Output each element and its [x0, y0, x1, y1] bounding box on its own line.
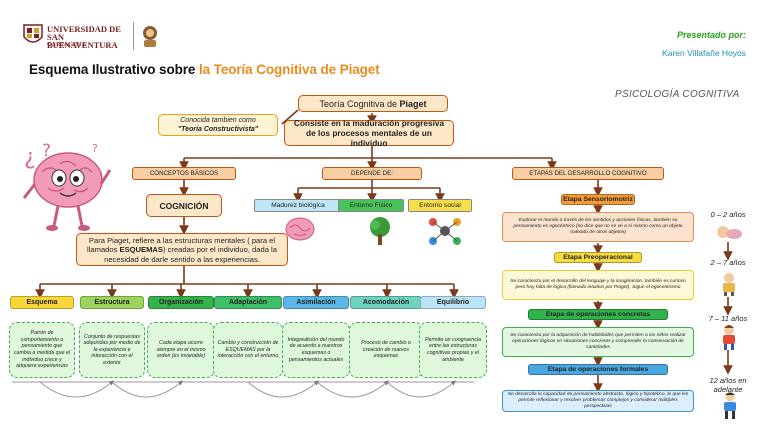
- depends-item: Entorno social: [408, 199, 472, 212]
- depends-item: Madurez biológica: [254, 199, 342, 212]
- university-crest-icon: [23, 24, 43, 43]
- concept-header: Asimilación: [283, 296, 349, 309]
- cognition-box: COGNICIÓN: [146, 194, 222, 217]
- concept-description: Permite un congruencia entre las estruct…: [419, 322, 487, 378]
- stage-header: Etapa de operaciones formales: [528, 364, 668, 375]
- stage-header: Etapa Preoperacional: [554, 252, 642, 263]
- also-known-box: Conocida tambien como "Teoría Constructi…: [158, 114, 278, 136]
- cognition-def-part2: ) creadas por el individuo, dada la nece…: [104, 245, 277, 264]
- social-network-icon: [429, 218, 461, 245]
- tree-icon: [370, 217, 390, 245]
- university-logo: UNIVERSIDAD DE SAN BUENAVENTURA CARTAGEN…: [22, 23, 136, 49]
- theory-title-prefix: Teoría Cognitiva de: [319, 98, 397, 109]
- stage-description: Se desarrolla la capacidad de pensamient…: [502, 390, 694, 412]
- concept-header: Equilibrio: [420, 296, 486, 309]
- concept-description: Conjunto de respuestas adquiridas por me…: [79, 322, 145, 378]
- also-known-line2: "Teoría Constructivista": [177, 125, 259, 133]
- stage-header: Etapa Sensoriomotriz: [561, 194, 635, 205]
- stage-description: Explorar el mundo a través de los sentid…: [502, 212, 694, 242]
- child-icon: [723, 325, 735, 350]
- stage-header: Etapa de operaciones concretas: [528, 309, 668, 320]
- logo-divider: [133, 22, 134, 50]
- concept-description: Patrón de comportamiento o pensamiento q…: [9, 322, 75, 378]
- presenter-name: Karen Villafañe Hoyos: [662, 48, 746, 58]
- university-name-line1: UNIVERSIDAD DE: [47, 24, 121, 34]
- faculty-mascot-icon: [143, 26, 157, 47]
- university-name-line3: CARTAGENA: [47, 41, 87, 48]
- cognition-def-part1: Para Piaget, refiere a las estructuras m…: [87, 236, 276, 255]
- concept-description: Cada etapa ocurre siempre en el mismo or…: [147, 322, 215, 378]
- theory-title-box: Teoría Cognitiva de Piaget: [298, 95, 448, 112]
- page-title-highlight: la Teoría Cognitiva de Piaget: [198, 62, 380, 77]
- basic-concepts-header: CONCEPTOS BÁSICOS: [132, 167, 236, 180]
- depends-item: Entorno Físico: [338, 199, 404, 212]
- teen-icon: [724, 392, 736, 419]
- stages-header: ETAPAS DEL DESARROLLO COGNITIVO: [512, 167, 664, 180]
- svg-text:?: ?: [42, 141, 51, 161]
- page-title-prefix: Esquema Ilustrativo sobre: [29, 62, 199, 77]
- theory-definition-box: Consiste en la maduración progresiva de …: [284, 118, 454, 148]
- depends-header: DEPENDE DE:: [322, 167, 422, 180]
- concept-header: Esquema: [10, 296, 74, 309]
- page-title: Esquema Ilustrativo sobre la Teoría Cogn…: [29, 62, 429, 77]
- concept-header: Organización: [148, 296, 214, 309]
- baby-icon: [717, 226, 742, 239]
- concept-description: Cambio y construcción de ESQUEMAS por la…: [213, 322, 283, 378]
- cognition-def-bold: ESQUEMAS: [119, 245, 163, 255]
- subject-label: PSICOLOGÍA COGNITIVA: [615, 89, 740, 100]
- toddler-icon: [723, 273, 735, 296]
- theory-title-bold: Piaget: [399, 98, 427, 109]
- university-name-line2: SAN BUENAVENTURA: [47, 32, 118, 50]
- concept-header: Acomodación: [350, 296, 422, 309]
- concept-header: Adaptación: [214, 296, 282, 309]
- presenter-label: Presentado por:: [676, 30, 746, 40]
- stage-description: Se caracteriza por el desarrollo del len…: [502, 270, 694, 300]
- stage-age-label: 0 – 2 años: [710, 210, 746, 219]
- cognition-definition: Para Piaget, refiere a las estructuras m…: [76, 233, 288, 266]
- also-known-line1: Conocida tambien como: [180, 117, 256, 124]
- stage-age-label: 7 – 11 años: [708, 314, 748, 323]
- brain-icon: [285, 217, 315, 241]
- stage-description: Se caracteriza por la adquisición de hab…: [502, 327, 694, 357]
- concept-header: Estructura: [80, 296, 144, 309]
- stage-age-label: 2 – 7 años: [710, 258, 746, 267]
- stage-age-label: 12 años en adelante: [709, 376, 747, 394]
- concept-description: Integreatción del mundo de acuerdo a nue…: [282, 322, 350, 378]
- svg-text:?: ?: [92, 142, 98, 155]
- svg-text:¿: ¿: [24, 145, 36, 170]
- concept-description: Proceso de cambio o creación de nuevos e…: [349, 322, 423, 378]
- brain-mascot-icon: ¿ ? ?: [22, 141, 112, 231]
